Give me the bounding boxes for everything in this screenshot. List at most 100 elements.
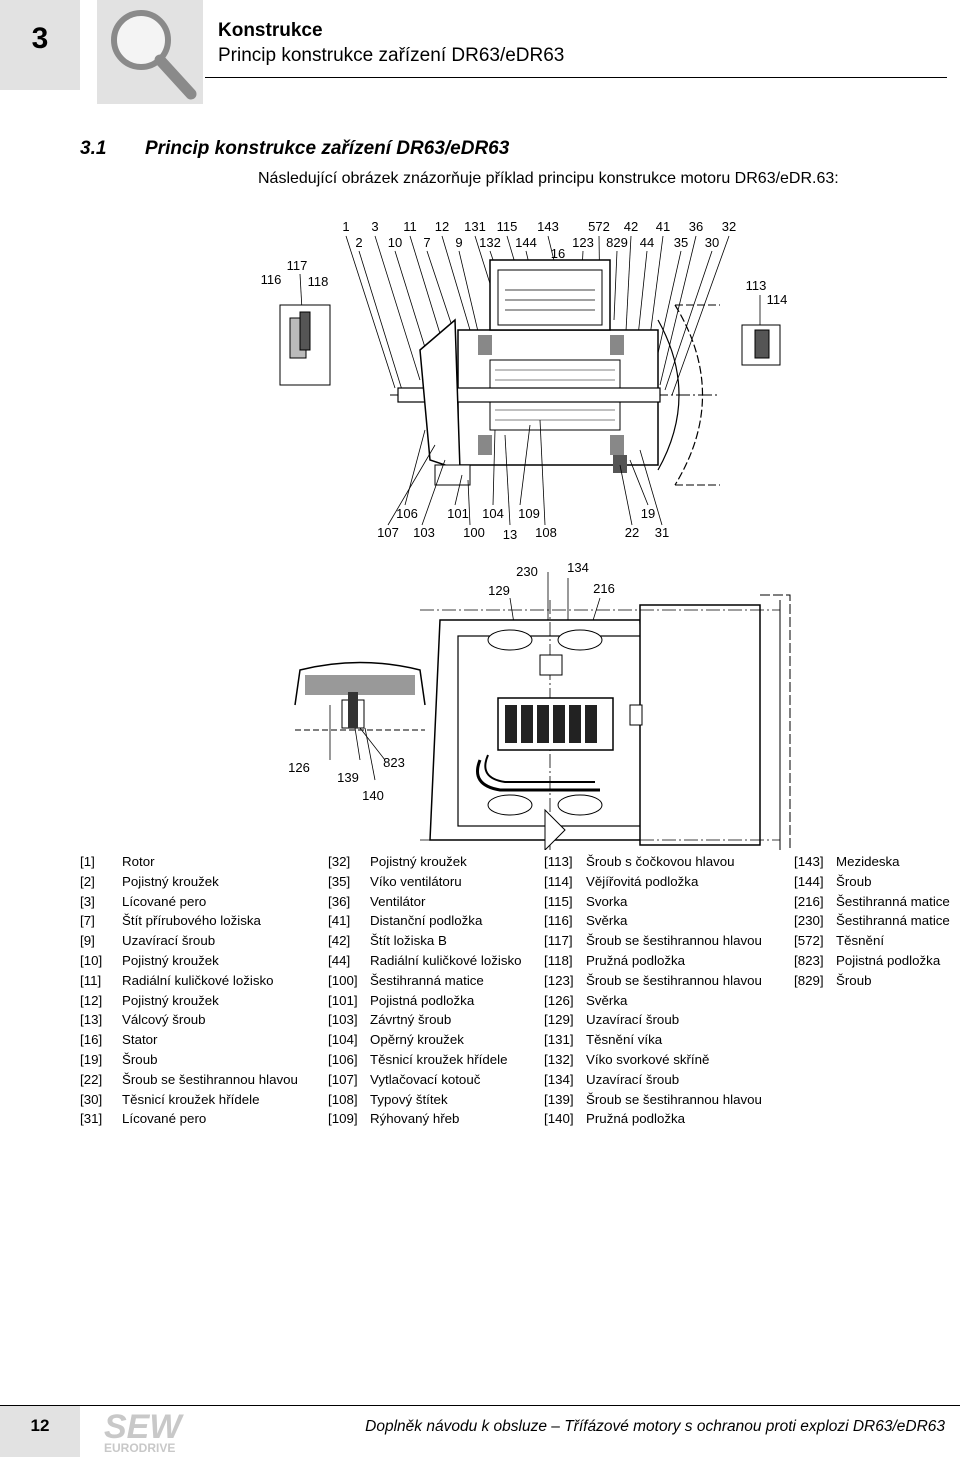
legend-text: Štít přírubového ložiska	[122, 913, 261, 929]
legend-text: Závrtný šroub	[370, 1012, 452, 1028]
legend-text: Šroub se šestihrannou hlavou	[586, 972, 762, 988]
legend-code: [30]	[80, 1091, 103, 1107]
legend-code: [823]	[794, 952, 824, 968]
legend-item: [129]Uzavírací šroub	[544, 1010, 762, 1030]
legend-column-1: [1]Rotor[2]Pojistný kroužek[3]Lícované p…	[80, 852, 298, 1129]
legend-code: [31]	[80, 1111, 103, 1127]
callout: 143	[537, 219, 559, 234]
legend-text: Těsnicí kroužek hřídele	[370, 1051, 508, 1067]
legend-code: [103]	[328, 1012, 358, 1028]
legend-item: [36]Ventilátor	[328, 892, 522, 912]
legend-item: [143] Mezideska	[794, 852, 950, 872]
legend-text: Svorka	[586, 893, 628, 909]
section-heading: 3.1 Princip konstrukce zařízení DR63/eDR6…	[80, 138, 509, 160]
legend-item: [10]Pojistný kroužek	[80, 951, 298, 971]
legend-item: [134]Uzavírací šroub	[544, 1070, 762, 1090]
callout: 131	[464, 219, 486, 234]
legend-code: [129]	[544, 1012, 574, 1028]
legend-code: [829]	[794, 972, 824, 988]
legend-text: Šroub se šestihrannou hlavou	[122, 1071, 298, 1087]
chapter-number: 3	[31, 22, 49, 55]
legend-code: [19]	[80, 1051, 103, 1067]
callout: 3	[371, 219, 378, 234]
legend-text: Šroub se šestihrannou hlavou	[586, 933, 762, 949]
callout: 30	[705, 235, 719, 250]
legend-text: Pružná podložka	[586, 1111, 686, 1127]
footer-tab	[0, 1406, 80, 1457]
legend-text: Pojistný kroužek	[370, 854, 467, 869]
callout: 829	[606, 235, 628, 250]
callout: 7	[423, 235, 430, 250]
legend-text: Lícované pero	[122, 893, 207, 909]
legend-code: [113]	[544, 854, 573, 869]
legend-code: [12]	[80, 992, 103, 1008]
legend-code: [106]	[328, 1051, 358, 1067]
legend-column-3: [113]Šroub s čočkovou hlavou[114]Vějířov…	[544, 852, 762, 1129]
motor-section	[390, 259, 720, 486]
legend-item: [116]Svěrka	[544, 911, 762, 931]
callout: 42	[624, 219, 638, 234]
callout: 44	[640, 235, 654, 250]
legend-code: [2]	[80, 873, 95, 889]
callout: 116	[261, 272, 282, 287]
callout: 16	[551, 246, 565, 261]
legend-code: [22]	[80, 1071, 103, 1087]
legend-column-4: [143]Mezideska[144]Šroub[216]Šestihranná…	[794, 852, 950, 991]
callout: 36	[689, 219, 703, 234]
legend-item: [823] Pojistná podložka	[794, 951, 950, 971]
legend-item: [113]Šroub s čočkovou hlavou	[544, 852, 762, 872]
section-title: Princip konstrukce zařízení DR63/eDR63	[145, 138, 510, 159]
legend-text: Těsnění	[836, 933, 885, 949]
callout: 41	[656, 219, 670, 234]
legend-code: [35]	[328, 873, 351, 889]
legend-item: [131] Těsnění víka	[544, 1030, 762, 1050]
legend-text: Typový štítek	[370, 1091, 448, 1107]
legend-item: [109]Rýhovaný hřeb	[328, 1109, 522, 1129]
callout: 104	[482, 506, 504, 521]
legend-text: Mezideska	[836, 854, 900, 869]
legend-code: [32]	[328, 854, 351, 869]
leader-lines-bottom	[387, 419, 663, 526]
legend-code: [131]	[544, 1032, 574, 1048]
legend-item: [230]Šestihranná matice	[794, 911, 950, 931]
legend-text: Pružná podložka	[586, 952, 686, 968]
legend-text: Vějířovitá podložka	[586, 873, 699, 889]
legend-text: Těsnění víka	[586, 1032, 663, 1048]
legend-item: [126]Svěrka	[544, 991, 762, 1011]
legend-code: [36]	[328, 893, 351, 909]
legend-code: [140]	[544, 1111, 574, 1127]
legend-code: [1]	[80, 854, 95, 869]
legend-column-2: [32]Pojistný kroužek[35]Víko ventilátoru…	[328, 852, 522, 1129]
legend-code: [101]	[328, 992, 358, 1008]
legend-text: Svěrka	[586, 992, 628, 1008]
footer-doc-main: Doplněk návodu k obsluze	[365, 1418, 547, 1435]
legend-item: [117]Šroub se šestihrannou hlavou	[544, 931, 762, 951]
callout: 11	[403, 219, 417, 234]
callout: 107	[377, 525, 399, 540]
callout: 22	[625, 525, 639, 540]
legend-text: Šroub	[122, 1051, 158, 1067]
legend-item: [1]Rotor	[80, 852, 298, 872]
terminal-box-callouts: 230 134 129 216	[488, 560, 615, 598]
legend-text: Pojistný kroužek	[122, 952, 219, 968]
legend-code: [109]	[328, 1111, 358, 1127]
legend-text: Těsnicí kroužek hřídele	[122, 1091, 260, 1107]
legend-code: [134]	[544, 1071, 574, 1087]
callout: 35	[674, 235, 688, 250]
legend-item: [115]Svorka	[544, 892, 762, 912]
callout: 106	[396, 506, 418, 521]
legend-code: [143]	[794, 854, 824, 869]
legend-item: [104]Opěrný kroužek	[328, 1030, 522, 1050]
callout: 1	[342, 219, 349, 234]
legend-item: [13]Válcový šroub	[80, 1010, 298, 1030]
callout: 9	[455, 235, 462, 250]
bottom-callouts: 106 101 104 109 19 107 103 100 13 108 22…	[377, 506, 669, 542]
legend-text: Pojistná podložka	[836, 952, 941, 968]
legend-text: Radiální kuličkové ložisko	[370, 952, 522, 968]
legend-item: [12]Pojistný kroužek	[80, 991, 298, 1011]
legend-text: Pojistná podložka	[370, 992, 475, 1008]
clamp-detail-lower	[294, 661, 426, 781]
callout: 32	[722, 219, 736, 234]
section-number: 3.1	[80, 138, 107, 159]
sew-eurodrive-logo: SEW EURODRIVE	[104, 1408, 184, 1455]
